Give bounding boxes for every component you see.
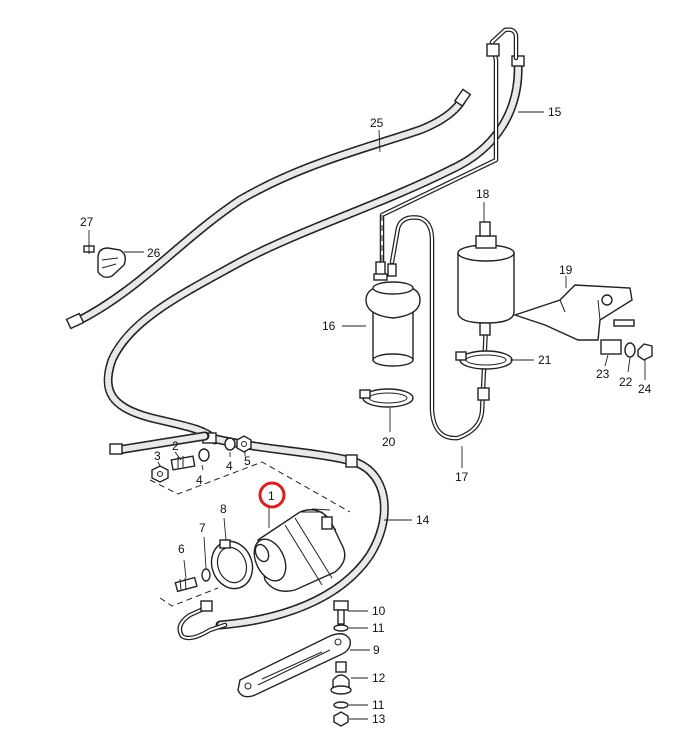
callout-25: 25 (370, 116, 384, 130)
callout-11a: 11 (372, 621, 385, 635)
fuel-hose-14 (202, 432, 389, 630)
callout-6: 6 (178, 542, 185, 556)
callout-24: 24 (638, 382, 652, 396)
callout-5: 5 (244, 454, 251, 468)
callout-10: 10 (372, 604, 386, 618)
bracket-part-9 (237, 633, 351, 698)
callout-8: 8 (220, 502, 227, 516)
fuel-accumulator-part-16 (365, 261, 421, 367)
callout-12: 12 (372, 671, 386, 685)
callout-17: 17 (455, 470, 469, 484)
clamp-part-8 (210, 539, 254, 590)
callout-9: 9 (373, 643, 380, 657)
callout-19: 19 (559, 263, 573, 277)
fitting-part-2 (170, 455, 196, 471)
highlight-circle-part-1 (258, 481, 286, 509)
clamp-part-21 (455, 350, 513, 370)
seal-ring-part-7 (201, 568, 211, 582)
callout-1: 1 (268, 489, 275, 503)
callout-22: 22 (619, 375, 633, 389)
nut-part-3 (151, 465, 169, 483)
callout-20: 20 (382, 435, 396, 449)
callout-18: 18 (476, 187, 490, 201)
rubber-mount-part-12 (330, 661, 352, 695)
callout-23: 23 (596, 367, 610, 381)
callout-11b: 11 (372, 698, 385, 712)
metal-fuel-line-top (379, 27, 519, 265)
callout-4b: 4 (226, 459, 233, 473)
bracket-part-19 (512, 284, 635, 341)
clip-part-26 (97, 247, 127, 279)
assembly-dashed-lines (149, 215, 383, 607)
short-hose-left (109, 431, 210, 455)
metal-fuel-line-lower (177, 600, 228, 641)
callout-7: 7 (199, 521, 206, 535)
callout-16: 16 (322, 319, 336, 333)
washer-part-11 (333, 624, 349, 709)
callout-labels: 1 2 3 4 4 5 6 7 8 9 10 11 12 11 13 14 15… (80, 105, 652, 726)
callout-21: 21 (538, 353, 552, 367)
fuel-hose-25 (65, 88, 472, 330)
callout-14: 14 (416, 513, 430, 527)
fuel-line-17 (389, 215, 490, 441)
callout-4a: 4 (196, 473, 203, 487)
callout-27: 27 (80, 215, 94, 229)
rubber-mount-part-23 (600, 339, 622, 355)
callout-13: 13 (372, 712, 386, 726)
leader-lines (88, 111, 646, 720)
fuel-pump-part-1 (253, 508, 346, 592)
bolt-part-10 (333, 600, 349, 625)
clamp-part-20 (359, 388, 414, 408)
fuel-hose-15 (103, 55, 525, 445)
nut-part-5 (236, 435, 252, 453)
callout-26: 26 (147, 246, 161, 260)
fuel-filter-part-18 (457, 221, 515, 336)
screw-part-27 (83, 244, 95, 254)
fitting-part-6 (174, 576, 198, 593)
callout-3: 3 (154, 449, 161, 463)
washer-part-22 (624, 342, 636, 358)
nut-part-24 (637, 343, 653, 361)
callout-15: 15 (548, 105, 562, 119)
nut-part-13 (333, 711, 349, 727)
callout-2: 2 (172, 439, 179, 453)
washer-part-4 (198, 437, 236, 462)
